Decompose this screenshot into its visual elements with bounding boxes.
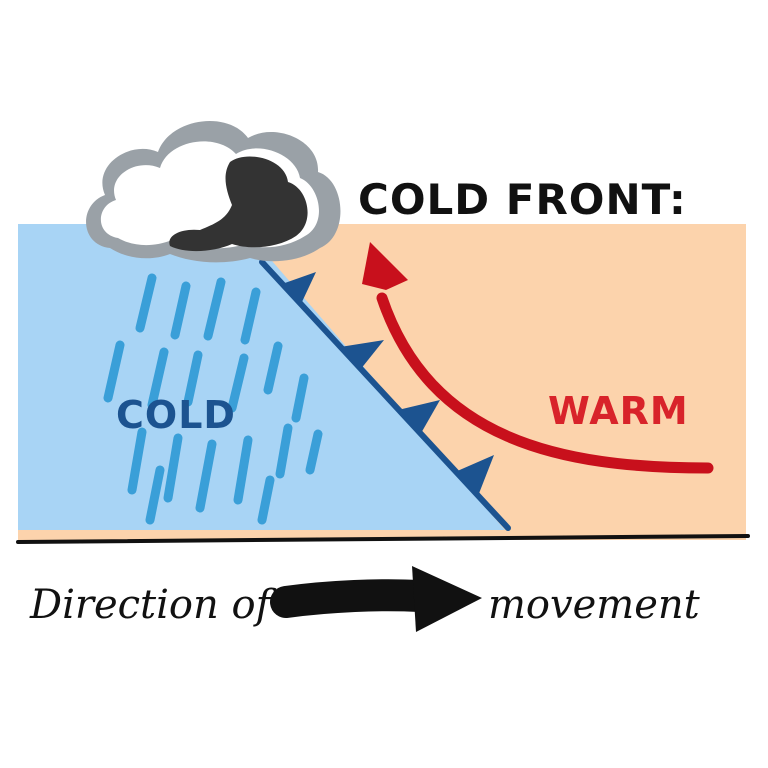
front-triangle bbox=[340, 340, 384, 370]
warm-label: WARM bbox=[548, 389, 689, 433]
diagram-title: COLD FRONT: bbox=[358, 175, 687, 224]
front-triangle bbox=[282, 272, 316, 304]
caption-after: movement bbox=[488, 582, 701, 628]
caption-before: Direction of bbox=[29, 582, 277, 628]
front-triangle bbox=[455, 455, 494, 496]
cold-front-symbol bbox=[259, 259, 511, 531]
cold-label: COLD bbox=[116, 393, 236, 437]
right-arrow-icon bbox=[270, 566, 482, 632]
curved-arrow-icon bbox=[362, 242, 714, 474]
ground-line bbox=[16, 534, 750, 544]
front-triangle bbox=[398, 400, 440, 435]
storm-cloud-icon bbox=[86, 121, 341, 263]
rain-icon bbox=[103, 273, 323, 525]
